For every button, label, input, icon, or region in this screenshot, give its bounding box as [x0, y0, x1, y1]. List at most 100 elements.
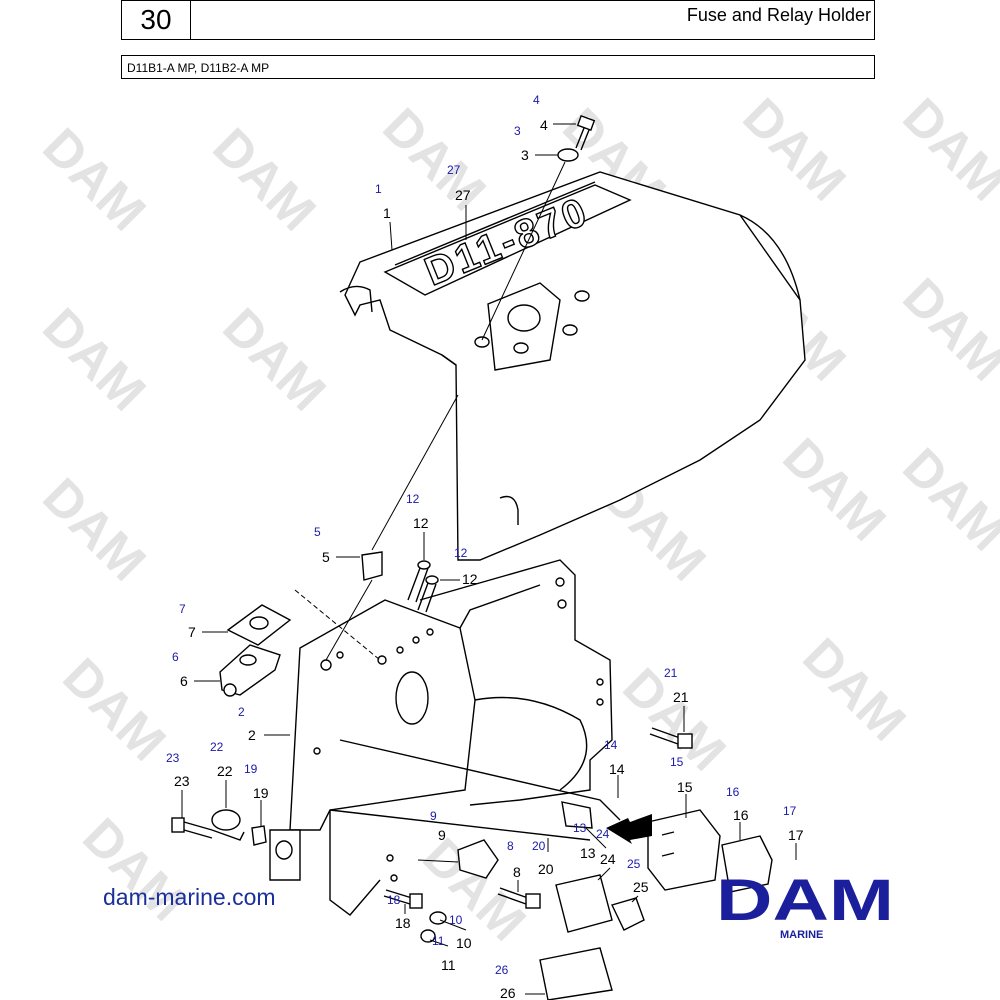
- watermark: DAM: [202, 117, 327, 242]
- model-list: D11B1-A MP, D11B2-A MP: [121, 55, 875, 79]
- ref-label: 18: [387, 893, 401, 907]
- ref-label: 13: [573, 821, 587, 835]
- relay-part-25: [611, 897, 645, 931]
- relay-socket-part-24: [555, 874, 613, 933]
- part-label: 22: [217, 763, 233, 779]
- fuse-holder-part-6: [219, 644, 281, 697]
- dam-marine-logo: DAM MARINE: [716, 872, 894, 941]
- page-title: Fuse and Relay Holder: [686, 5, 871, 25]
- watermark: DAM: [772, 427, 897, 552]
- ref-label: 1: [375, 182, 382, 196]
- part-label: 24: [600, 851, 616, 867]
- part-label: 18: [395, 915, 411, 931]
- screw-part-4: [575, 115, 596, 151]
- watermark: DAM: [32, 297, 157, 422]
- washer-part-3: [557, 148, 579, 162]
- part-label: 17: [788, 827, 804, 843]
- part-label: 13: [580, 845, 596, 861]
- ref-label: 7: [179, 602, 186, 616]
- ref-label: 21: [664, 666, 678, 680]
- part-label: 10: [456, 935, 472, 951]
- arrow-icon: [606, 814, 652, 844]
- ref-label: 10: [449, 913, 463, 927]
- logo-main-text: DAM: [716, 872, 894, 933]
- clamp-part-22: [211, 809, 245, 841]
- bolt-part-21: [649, 727, 693, 749]
- ref-label: 27: [447, 163, 461, 177]
- fuse-cover-part-7: [226, 604, 292, 646]
- watermark: DAM: [32, 117, 157, 242]
- part-label: 12: [413, 515, 429, 531]
- part-label: 5: [322, 549, 330, 565]
- ref-label: 23: [166, 751, 180, 765]
- connector-part-13: [561, 801, 593, 829]
- ref-label: 25: [627, 857, 641, 871]
- ref-label: 17: [783, 804, 797, 818]
- bushing-part-5: [361, 551, 383, 581]
- part-label: 25: [633, 879, 649, 895]
- part-label: 6: [180, 673, 188, 689]
- part-label: 9: [438, 827, 446, 843]
- part-label: 27: [455, 187, 471, 203]
- engine-cover: [339, 171, 806, 561]
- watermark: DAM: [52, 647, 177, 772]
- watermark: DAM: [212, 297, 337, 422]
- ref-label: 5: [314, 525, 321, 539]
- watermark: DAM: [892, 87, 1000, 212]
- ref-label: 3: [514, 124, 521, 138]
- spacer-part-19: [251, 825, 267, 846]
- ref-label: 12: [454, 546, 468, 560]
- part-label: 14: [609, 761, 625, 777]
- washer-part-10: [429, 911, 447, 925]
- block-part-9: [457, 839, 499, 879]
- part-label: 3: [521, 147, 529, 163]
- relay-part-15: [647, 809, 721, 891]
- ref-label: 20: [532, 839, 546, 853]
- ref-label: 12: [406, 492, 420, 506]
- ref-label: 22: [210, 740, 224, 754]
- part-label: 20: [538, 861, 554, 877]
- relay-socket-part-26: [539, 947, 613, 1000]
- ref-label: 14: [604, 738, 618, 752]
- part-label: 19: [253, 785, 269, 801]
- relay-part-16: [721, 835, 773, 893]
- part-label: 16: [733, 807, 749, 823]
- part-label: 2: [248, 727, 256, 743]
- logo-sub-text: MARINE: [780, 929, 823, 941]
- website-link[interactable]: dam-marine.com: [103, 884, 276, 910]
- ref-label: 6: [172, 650, 179, 664]
- part-label: 1: [383, 205, 391, 221]
- ref-label: 19: [244, 762, 258, 776]
- ref-label: 16: [726, 785, 740, 799]
- watermark: DAM: [892, 437, 1000, 562]
- ref-label: 24: [596, 827, 610, 841]
- watermark: DAM: [732, 87, 857, 212]
- page-number: 30: [122, 1, 191, 39]
- part-labels: 4 3 27 1 12 12 5 7 6 2 21 14 23 22 19 15…: [174, 117, 804, 1000]
- ref-label: 2: [238, 705, 245, 719]
- part-label: 8: [513, 864, 521, 880]
- part-label: 15: [677, 779, 693, 795]
- part-label: 12: [462, 571, 478, 587]
- part-label: 4: [540, 117, 548, 133]
- part-label: 7: [188, 624, 196, 640]
- screws-part-12: [407, 560, 439, 613]
- ref-label: 9: [430, 809, 437, 823]
- part-label: 26: [500, 985, 516, 1000]
- reference-labels: 4 3 27 1 12 12 5 7 6 2 21 14 15 16 17 23…: [166, 93, 797, 977]
- part-label: 21: [673, 689, 689, 705]
- watermark: DAM: [892, 267, 1000, 392]
- bracket-frame: [269, 559, 621, 916]
- part-label: 11: [441, 957, 456, 973]
- ref-label: 8: [507, 839, 514, 853]
- bolt-part-8: [497, 887, 541, 909]
- leader-lines: [181, 123, 797, 995]
- watermark: DAM: [32, 467, 157, 592]
- page-header: 30 Fuse and Relay Holder: [121, 0, 875, 40]
- bolt-part-18: [383, 889, 423, 909]
- watermark: DAM: [372, 97, 497, 222]
- bolt-part-23: [171, 817, 213, 839]
- ref-label: 4: [533, 93, 540, 107]
- part-label: 23: [174, 773, 190, 789]
